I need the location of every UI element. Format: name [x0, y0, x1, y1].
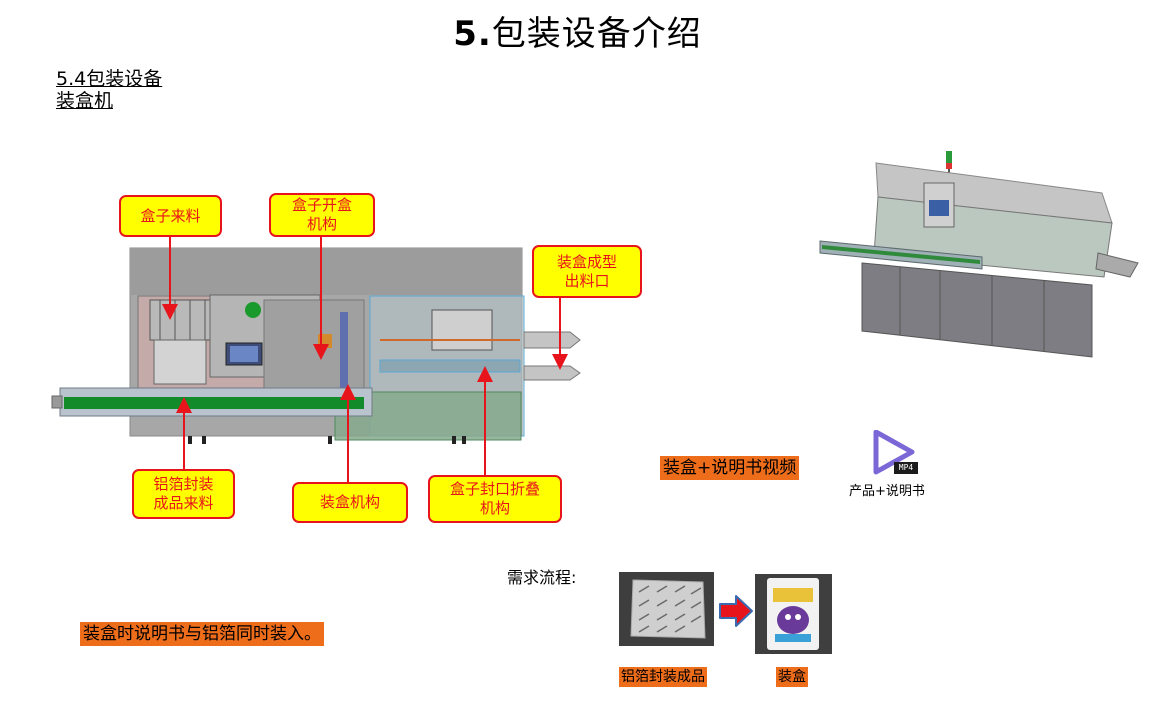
callout-box-open: 盒子开盒 机构: [269, 193, 375, 237]
flow-label: 需求流程:: [507, 568, 577, 587]
callout-boxing: 装盒机构: [292, 482, 408, 523]
machine-3d-render: [819, 151, 1139, 358]
page-title: 5.包装设备介绍: [0, 6, 1155, 55]
video-label: 装盒+说明书视频: [660, 456, 800, 480]
callout-form-out: 装盒成型 出料口: [532, 245, 642, 298]
flow-arrow-icon: [719, 595, 753, 627]
title-number: 5.: [453, 14, 492, 54]
boxed-product-image: [755, 574, 832, 654]
callout-box-feed: 盒子来料: [119, 195, 222, 237]
flow-step1-label: 铝箔封装成品: [619, 667, 707, 687]
callout-foil-feed: 铝箔封装 成品来料: [132, 469, 235, 519]
packing-note: 装盒时说明书与铝箔同时装入。: [80, 622, 324, 646]
section-subheading: 装盒机: [56, 90, 114, 112]
flow-step2-label: 装盒: [776, 667, 808, 687]
mp4-file-icon[interactable]: MP4: [868, 429, 920, 476]
title-text: 包装设备介绍: [491, 14, 702, 54]
mp4-badge: MP4: [898, 463, 914, 472]
foil-package-image: [619, 572, 714, 646]
callout-seal-fold: 盒子封口折叠 机构: [428, 475, 562, 523]
boxing-machine-drawing: [51, 247, 581, 444]
section-heading: 5.4包装设备: [56, 68, 163, 90]
video-file-name[interactable]: 产品+说明书: [849, 484, 925, 499]
